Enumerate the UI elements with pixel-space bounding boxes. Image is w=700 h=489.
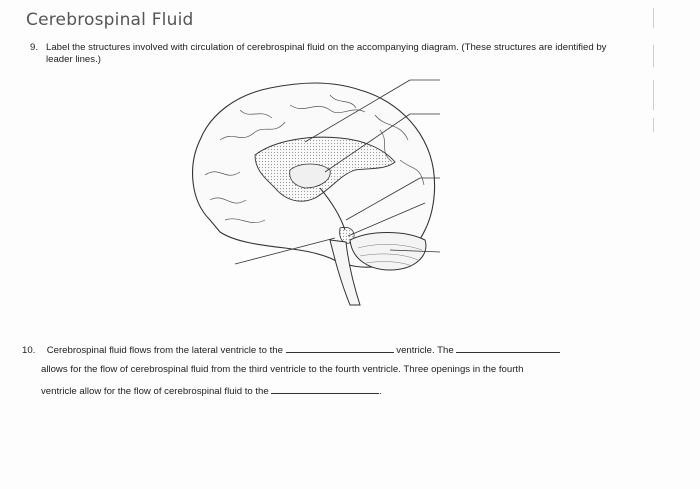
- question-10-text-2: ventricle. The: [396, 345, 454, 356]
- third-ventricle: [289, 163, 331, 189]
- cerebral-aqueduct: [319, 187, 346, 231]
- page-title: Cerebrospinal Fluid: [26, 10, 194, 30]
- brainstem: [329, 239, 361, 306]
- question-10-text-4: ventricle allow for the flow of cerebros…: [41, 386, 269, 397]
- binder-edge-mark: [653, 80, 654, 110]
- leader-lines: [234, 79, 441, 265]
- question-9-text: Label the structures involved with circu…: [46, 42, 607, 65]
- question-10-text-1: Cerebrospinal fluid flows from the later…: [46, 345, 283, 356]
- question-10-number: 10.: [22, 345, 36, 356]
- question-10-text-3: allows for the flow of cerebrospinal flu…: [41, 364, 524, 375]
- question-9-number: 9.: [30, 42, 39, 53]
- question-10-text-5: .: [379, 386, 383, 397]
- cerebellum: [349, 232, 427, 271]
- blank-2[interactable]: [456, 343, 561, 353]
- blank-1[interactable]: [285, 343, 394, 353]
- binder-edge-mark: [653, 45, 654, 67]
- binder-edge-mark: [653, 8, 654, 28]
- brain-diagram: [192, 79, 441, 306]
- blank-3[interactable]: [271, 384, 380, 394]
- binder-edge-mark: [653, 118, 654, 132]
